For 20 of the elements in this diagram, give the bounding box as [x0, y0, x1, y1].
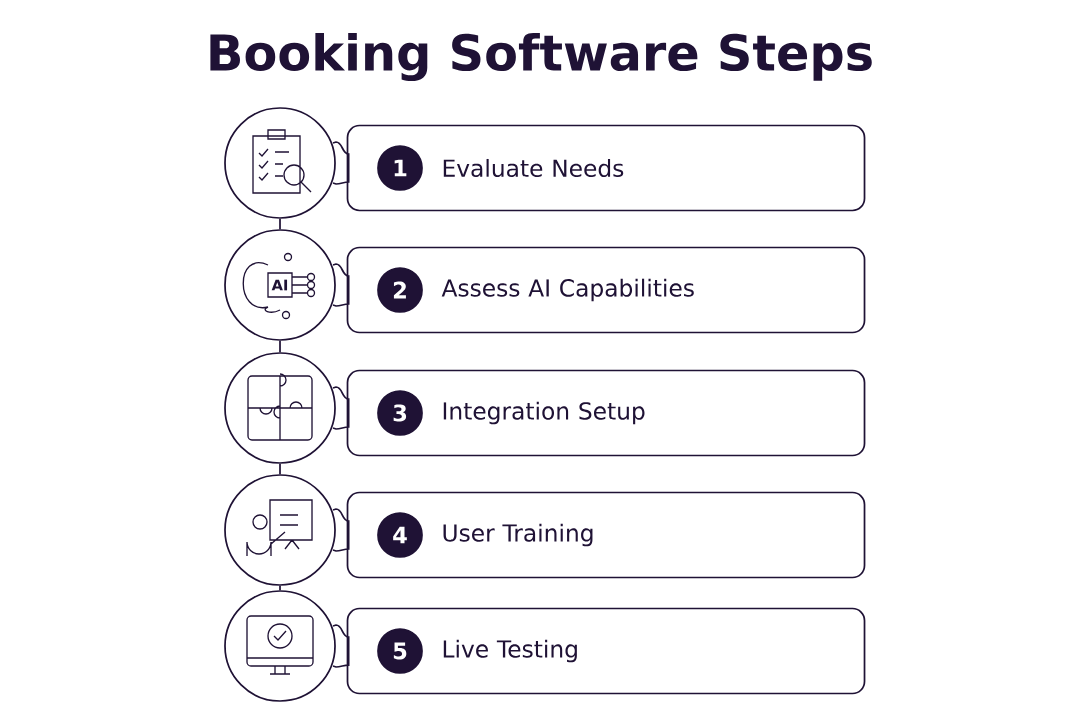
icon-circle [224, 107, 336, 219]
connector-line [279, 340, 281, 353]
icon-circle [224, 474, 336, 586]
bracket-connector [332, 263, 350, 307]
icon-circle [224, 352, 336, 464]
icon-circle [224, 590, 336, 702]
number-badge: 5 [377, 628, 423, 674]
icon-circle [224, 229, 336, 341]
connector-line [279, 585, 281, 591]
number-badge: 4 [377, 512, 423, 558]
number-badge: 3 [377, 390, 423, 436]
bracket-connector [332, 141, 350, 185]
bracket-connector [332, 386, 350, 430]
bracket-connector [332, 624, 350, 668]
connector-line [279, 463, 281, 475]
number-badge: 2 [377, 267, 423, 313]
bracket-connector [332, 508, 350, 552]
connector-line [279, 218, 281, 230]
title: Booking Software Steps [210, 32, 872, 82]
number-badge: 1 [377, 145, 423, 191]
